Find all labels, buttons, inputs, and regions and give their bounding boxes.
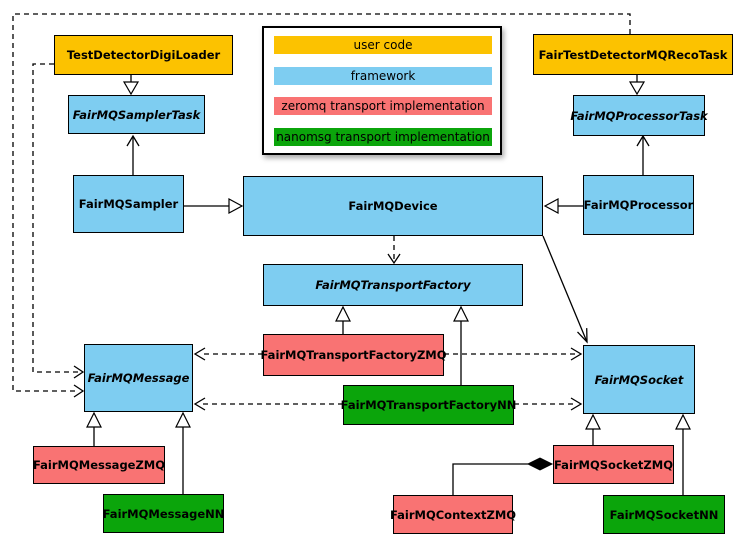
node-fairmq-message: FairMQMessage [84, 344, 193, 412]
edge-tddl-samplertask [122, 75, 140, 96]
legend-label: nanomsg transport implementation [276, 130, 490, 144]
legend-label: zeromq transport implementation [281, 99, 485, 113]
edge-factoryzmq-factory [335, 305, 351, 334]
edge-processor-processortask [636, 134, 650, 175]
legend-label: user code [353, 38, 413, 52]
edge-contextzmq-socketzmq [452, 457, 554, 495]
edge-messagezmq-message [86, 411, 102, 446]
legend-item-zeromq: zeromq transport implementation [274, 97, 492, 115]
node-fairmq-processor-task: FairMQProcessorTask [570, 95, 708, 136]
edge-factorynn-message [193, 397, 343, 411]
edge-device-socket [542, 235, 588, 344]
node-fairmq-transport-factory: FairMQTransportFactory [263, 264, 523, 306]
node-fairmq-processor: FairMQProcessor [583, 175, 694, 235]
node-fairmq-message-nn: FairMQMessageNN [103, 494, 224, 533]
edge-socketzmq-socket [585, 413, 601, 445]
node-fairmq-transport-factory-nn: FairMQTransportFactoryNN [341, 385, 516, 425]
legend: user code framework zeromq transport imp… [262, 26, 502, 155]
node-fair-test-detector-mq-reco-task: FairTestDetectorMQRecoTask [533, 34, 733, 75]
node-test-detector-digi-loader: TestDetectorDigiLoader [54, 35, 233, 75]
node-fairmq-socket-zmq: FairMQSocketZMQ [553, 445, 674, 484]
edge-factoryzmq-message [193, 347, 263, 361]
node-fairmq-context-zmq: FairMQContextZMQ [390, 495, 516, 534]
edge-device-factory [387, 236, 401, 265]
legend-item-framework: framework [274, 67, 492, 85]
node-fairmq-sampler: FairMQSampler [73, 175, 184, 233]
edge-sampler-device [184, 197, 244, 215]
edge-ftdmrt-message [12, 13, 631, 398]
edge-processor-device [543, 197, 583, 215]
edge-factorynn-socket [514, 397, 583, 411]
edge-factorynn-factory [453, 305, 469, 385]
legend-item-user-code: user code [274, 36, 492, 54]
node-fairmq-sampler-task: FairMQSamplerTask [68, 95, 205, 134]
node-fairmq-device: FairMQDevice [243, 176, 543, 236]
legend-item-nanomsg: nanomsg transport implementation [274, 128, 492, 146]
edge-tddl-message [32, 63, 85, 379]
edge-socketnn-socket [675, 413, 691, 495]
node-fairmq-message-zmq: FairMQMessageZMQ [33, 446, 165, 484]
node-fairmq-socket-nn: FairMQSocketNN [603, 495, 725, 534]
edge-ftdmrt-processortask [628, 75, 646, 96]
edge-sampler-samplertask [126, 134, 140, 175]
node-fairmq-transport-factory-zmq: FairMQTransportFactoryZMQ [261, 334, 447, 376]
node-fairmq-socket: FairMQSocket [583, 345, 695, 414]
edge-factoryzmq-socket [444, 347, 583, 361]
edge-messagenn-message [175, 411, 191, 494]
legend-label: framework [350, 69, 416, 83]
